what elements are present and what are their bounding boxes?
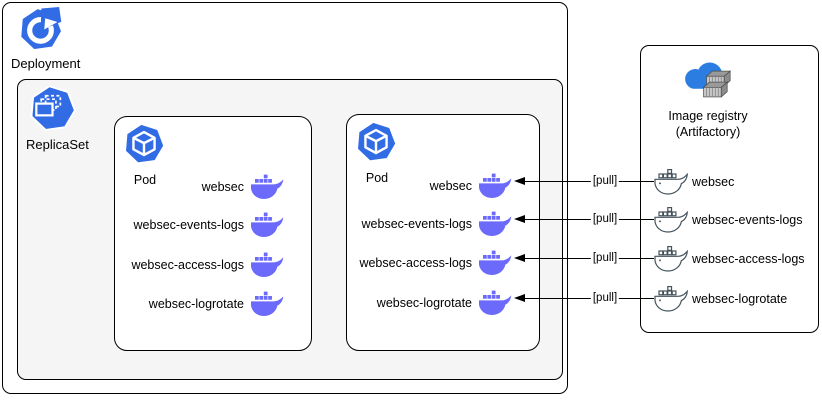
arrowhead-icon <box>514 215 525 223</box>
registry-image-name: websec <box>692 175 735 189</box>
registry-title-line1: Image registry <box>668 109 748 123</box>
arrow-line <box>525 218 654 220</box>
docker-whale-outline-icon <box>654 286 688 312</box>
container-row: websec-access-logs <box>131 251 285 279</box>
pull-arrow: [pull] <box>514 172 654 190</box>
kubernetes-pod-icon <box>354 120 398 164</box>
registry-image-row: websec-access-logs <box>653 245 805 273</box>
container-row: websec-events-logs <box>134 211 285 239</box>
container-name: websec-logrotate <box>376 296 472 310</box>
container-name: websec <box>429 179 472 193</box>
kubernetes-replicaset-icon <box>28 84 77 133</box>
container-row: websec <box>430 172 513 200</box>
registry-image-row: websec <box>653 168 734 196</box>
container-name: websec-logrotate <box>148 297 244 311</box>
registry-image-name: websec-access-logs <box>692 252 805 266</box>
docker-whale-icon <box>251 212 284 237</box>
docker-whale-icon <box>479 211 512 236</box>
pull-label: [pull] <box>590 175 620 187</box>
pull-label: [pull] <box>590 213 620 225</box>
docker-whale-icon <box>479 250 512 275</box>
registry-image-row: websec-logrotate <box>653 285 787 313</box>
container-row: websec-logrotate <box>377 289 513 317</box>
docker-whale-icon <box>479 290 512 315</box>
pull-arrow: [pull] <box>514 289 654 307</box>
pod-group-2: Pod websec websec-events-logs websec-acc… <box>346 114 540 351</box>
container-row: websec-events-logs <box>362 210 513 238</box>
registry-image-name: websec-events-logs <box>692 213 803 227</box>
docker-whale-icon <box>251 291 284 316</box>
pull-label: [pull] <box>590 252 620 264</box>
deployment-label: Deployment <box>11 56 81 71</box>
container-name: websec-access-logs <box>131 258 244 272</box>
container-name: websec-access-logs <box>359 256 472 270</box>
registry-image-row: websec-events-logs <box>653 206 802 234</box>
registry-image-name: websec-logrotate <box>692 292 788 306</box>
replicaset-group: ReplicaSet Pod websec websec-events-logs… <box>17 79 563 380</box>
pod-label: Pod <box>365 171 389 185</box>
docker-whale-icon <box>251 174 284 199</box>
docker-whale-icon <box>251 252 284 277</box>
registry-header: Image registry (Artifactory) <box>649 52 767 140</box>
docker-whale-outline-icon <box>654 246 688 272</box>
container-row: websec-access-logs <box>359 249 513 277</box>
container-name: websec-events-logs <box>133 218 244 232</box>
arrow-line <box>525 257 654 259</box>
kubernetes-pod-icon <box>122 122 166 166</box>
container-row: websec-logrotate <box>149 290 285 318</box>
docker-whale-icon <box>479 173 512 198</box>
container-name: websec <box>201 180 244 194</box>
pull-arrow: [pull] <box>514 249 654 267</box>
replicaset-label: ReplicaSet <box>26 137 89 152</box>
arrowhead-icon <box>514 294 525 302</box>
arrowhead-icon <box>514 254 525 262</box>
container-row: websec <box>202 173 285 201</box>
pull-label: [pull] <box>590 292 620 304</box>
pull-arrow: [pull] <box>514 210 654 228</box>
arrow-line <box>525 180 654 182</box>
image-registry-group: Image registry (Artifactory) websec webs… <box>640 45 819 333</box>
registry-title-line2: (Artifactory) <box>675 125 741 140</box>
kubernetes-deployment-icon <box>17 6 64 53</box>
deployment-group: Deployment ReplicaSet Pod websec websec-… <box>2 2 568 394</box>
docker-whale-outline-icon <box>654 207 688 233</box>
pod-label: Pod <box>133 173 157 187</box>
arrowhead-icon <box>514 177 525 185</box>
pod-group-1: Pod websec websec-events-logs websec-acc… <box>114 116 312 351</box>
container-name: websec-events-logs <box>361 217 472 231</box>
arrow-line <box>525 297 654 299</box>
docker-whale-outline-icon <box>654 169 688 195</box>
cloud-containers-icon <box>684 62 731 98</box>
